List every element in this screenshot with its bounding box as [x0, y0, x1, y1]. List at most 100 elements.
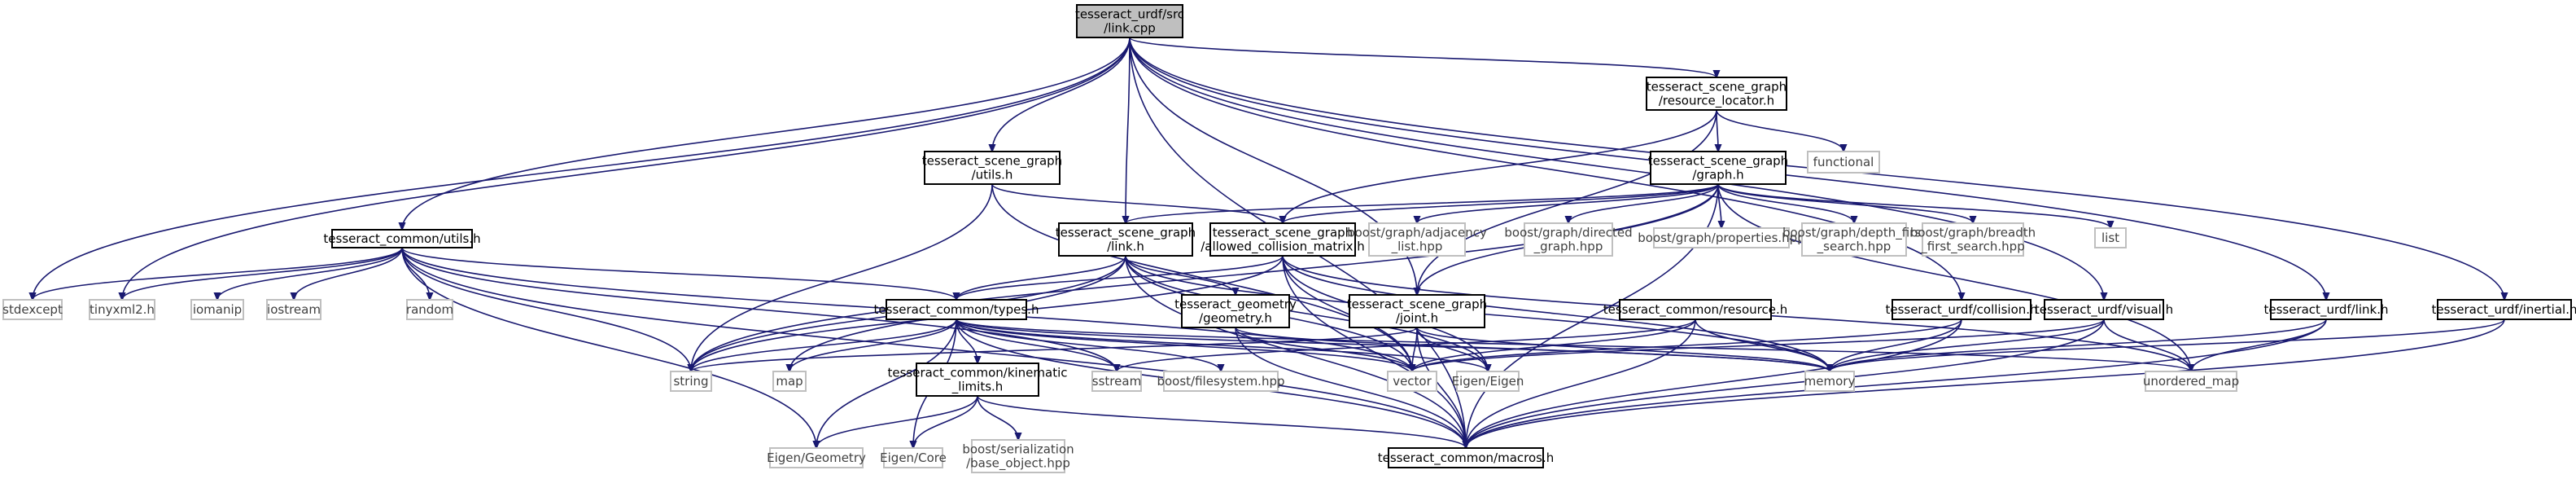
edge-cu-to-str — [401, 247, 691, 371]
edge-sgj-to-mac — [1416, 327, 1466, 448]
edge-ct-to-sstr — [956, 319, 1117, 371]
node-bbfs[interactable]: boost/graph/breadth_first_search.hpp — [1910, 222, 2036, 257]
edge-cu-to-egeo — [401, 247, 816, 448]
edge-ulink-to-mac — [1466, 319, 2327, 448]
node-label: /link.cpp — [1104, 21, 1156, 36]
node-box — [1368, 222, 1466, 257]
node-label: tesseract_urdf/inertial.h — [2432, 302, 2576, 318]
edge-geo-to-mem — [1235, 327, 1830, 371]
node-ulink[interactable]: tesseract_urdf/link.h — [2263, 299, 2389, 320]
edge-acm-to-ct — [956, 255, 1284, 300]
node-label: string — [673, 374, 708, 389]
node-rl[interactable]: tesseract_scene_graph/resource_locator.h — [1646, 77, 1787, 111]
edge-sgg-to-str — [691, 183, 1719, 371]
node-col[interactable]: tesseract_urdf/collision.h — [1885, 299, 2038, 320]
edge-cu-to-ioman — [217, 247, 403, 300]
node-root[interactable]: tesseract_urdf/src/link.cpp — [1075, 4, 1184, 38]
node-str[interactable]: string — [670, 371, 712, 392]
node-cu[interactable]: tesseract_common/utils.h — [323, 229, 481, 248]
edge-sgj-to-vec — [1412, 327, 1418, 371]
node-bdfs[interactable]: boost/graph/depth_first_search.hpp — [1782, 222, 1926, 257]
node-mem[interactable]: memory — [1804, 371, 1856, 392]
edge-root-to-sgu — [992, 37, 1131, 152]
node-sgj[interactable]: tesseract_scene_graph/joint.h — [1347, 294, 1487, 328]
node-box — [1349, 294, 1485, 328]
node-iostr[interactable]: iostream — [266, 299, 321, 320]
node-func[interactable]: functional — [1807, 151, 1880, 174]
node-rand[interactable]: random — [406, 299, 453, 320]
node-badj[interactable]: boost/graph/adjacency_list.hpp — [1347, 222, 1487, 257]
node-box — [1058, 222, 1193, 257]
node-box — [2094, 227, 2127, 248]
node-geo[interactable]: tesseract_geometry/geometry.h — [1174, 294, 1297, 328]
node-ct[interactable]: tesseract_common/types.h — [874, 299, 1039, 320]
node-box — [883, 447, 943, 468]
node-bser[interactable]: boost/serialization/base_object.hpp — [962, 439, 1074, 473]
node-umap[interactable]: unordered_map — [2143, 371, 2239, 392]
node-label: _search.hpp — [1817, 240, 1892, 255]
node-label: iostream — [267, 302, 321, 317]
edge-ct-to-map — [789, 319, 957, 371]
node-eig[interactable]: Eigen/Eigen — [1452, 371, 1524, 392]
node-box — [1653, 227, 1790, 248]
node-box — [331, 229, 473, 248]
node-sgu[interactable]: tesseract_scene_graph/utils.h — [922, 151, 1062, 185]
node-box — [2145, 371, 2237, 392]
edge-root-to-rl — [1129, 37, 1717, 77]
edge-root-to-col — [1129, 37, 1962, 300]
node-bprop[interactable]: boost/graph/properties.hpp — [1638, 227, 1805, 248]
node-stdexc[interactable]: stdexcept — [2, 299, 63, 320]
node-box — [971, 439, 1065, 473]
node-box — [1807, 151, 1880, 174]
node-sgl[interactable]: tesseract_scene_graph/link.h — [1056, 222, 1196, 257]
node-vec[interactable]: vector — [1387, 371, 1437, 392]
node-label: tesseract_geometry — [1174, 297, 1297, 313]
node-egeo[interactable]: Eigen/Geometry — [767, 447, 866, 468]
node-label: /resource_locator.h — [1659, 94, 1774, 109]
node-label: functional — [1813, 155, 1874, 169]
node-ioman[interactable]: iomanip — [190, 299, 244, 320]
edge-rl-to-sgg — [1717, 109, 1718, 152]
node-box — [916, 363, 1039, 397]
node-list[interactable]: list — [2094, 227, 2127, 248]
node-acm[interactable]: tesseract_scene_graph/allowed_collision_… — [1201, 222, 1365, 257]
edge-col-to-mac — [1466, 319, 1962, 448]
node-map[interactable]: map — [772, 371, 807, 392]
edge-root-to-txml — [122, 37, 1131, 300]
node-box — [1646, 77, 1787, 111]
edge-ct-to-umap — [956, 319, 2191, 371]
node-label: boost/filesystem.hpp — [1157, 374, 1284, 389]
edge-sgl-to-ct — [956, 255, 1126, 300]
edge-ckl-to-ecore — [913, 395, 978, 448]
node-label: tesseract_common/types.h — [874, 302, 1039, 318]
node-label: tesseract_urdf/src — [1075, 7, 1184, 23]
edge-ckl-to-egeo — [816, 395, 978, 448]
node-res[interactable]: tesseract_common/resource.h — [1603, 299, 1788, 320]
node-label: tesseract_scene_graph — [1648, 154, 1788, 169]
edge-vis-to-vec — [1412, 319, 2105, 371]
node-vis[interactable]: tesseract_urdf/visual.h — [2035, 299, 2173, 320]
node-box — [1804, 371, 1855, 392]
node-box — [1209, 222, 1356, 257]
edge-ct-to-bfs — [956, 319, 1221, 371]
node-inert[interactable]: tesseract_urdf/inertial.h — [2432, 299, 2576, 320]
node-label: tesseract_scene_graph — [1647, 80, 1787, 95]
node-ecore[interactable]: Eigen/Core — [880, 447, 947, 468]
edge-sgg-to-bbfs — [1717, 183, 1973, 223]
node-bdir[interactable]: boost/graph/directed_graph.hpp — [1504, 222, 1633, 257]
node-txml[interactable]: tinyxml2.h — [89, 299, 155, 320]
node-sstr[interactable]: sstream — [1091, 371, 1142, 392]
node-sgg[interactable]: tesseract_scene_graph/graph.h — [1648, 151, 1788, 185]
node-mac[interactable]: tesseract_common/macros.h — [1378, 447, 1555, 468]
edge-ct-to-str — [691, 319, 957, 371]
node-label: _list.hpp — [1391, 240, 1443, 255]
node-ckl[interactable]: tesseract_common/kinematic_limits.h — [887, 363, 1068, 397]
edge-root-to-cu — [402, 37, 1131, 230]
node-label: /link.h — [1107, 240, 1144, 254]
edge-inert-to-mem — [1830, 319, 2505, 371]
node-box — [1619, 299, 1772, 320]
node-box — [2, 299, 63, 320]
edge-vis-to-mac — [1466, 319, 2105, 448]
node-bfs[interactable]: boost/filesystem.hpp — [1157, 371, 1285, 392]
node-box — [769, 447, 864, 468]
